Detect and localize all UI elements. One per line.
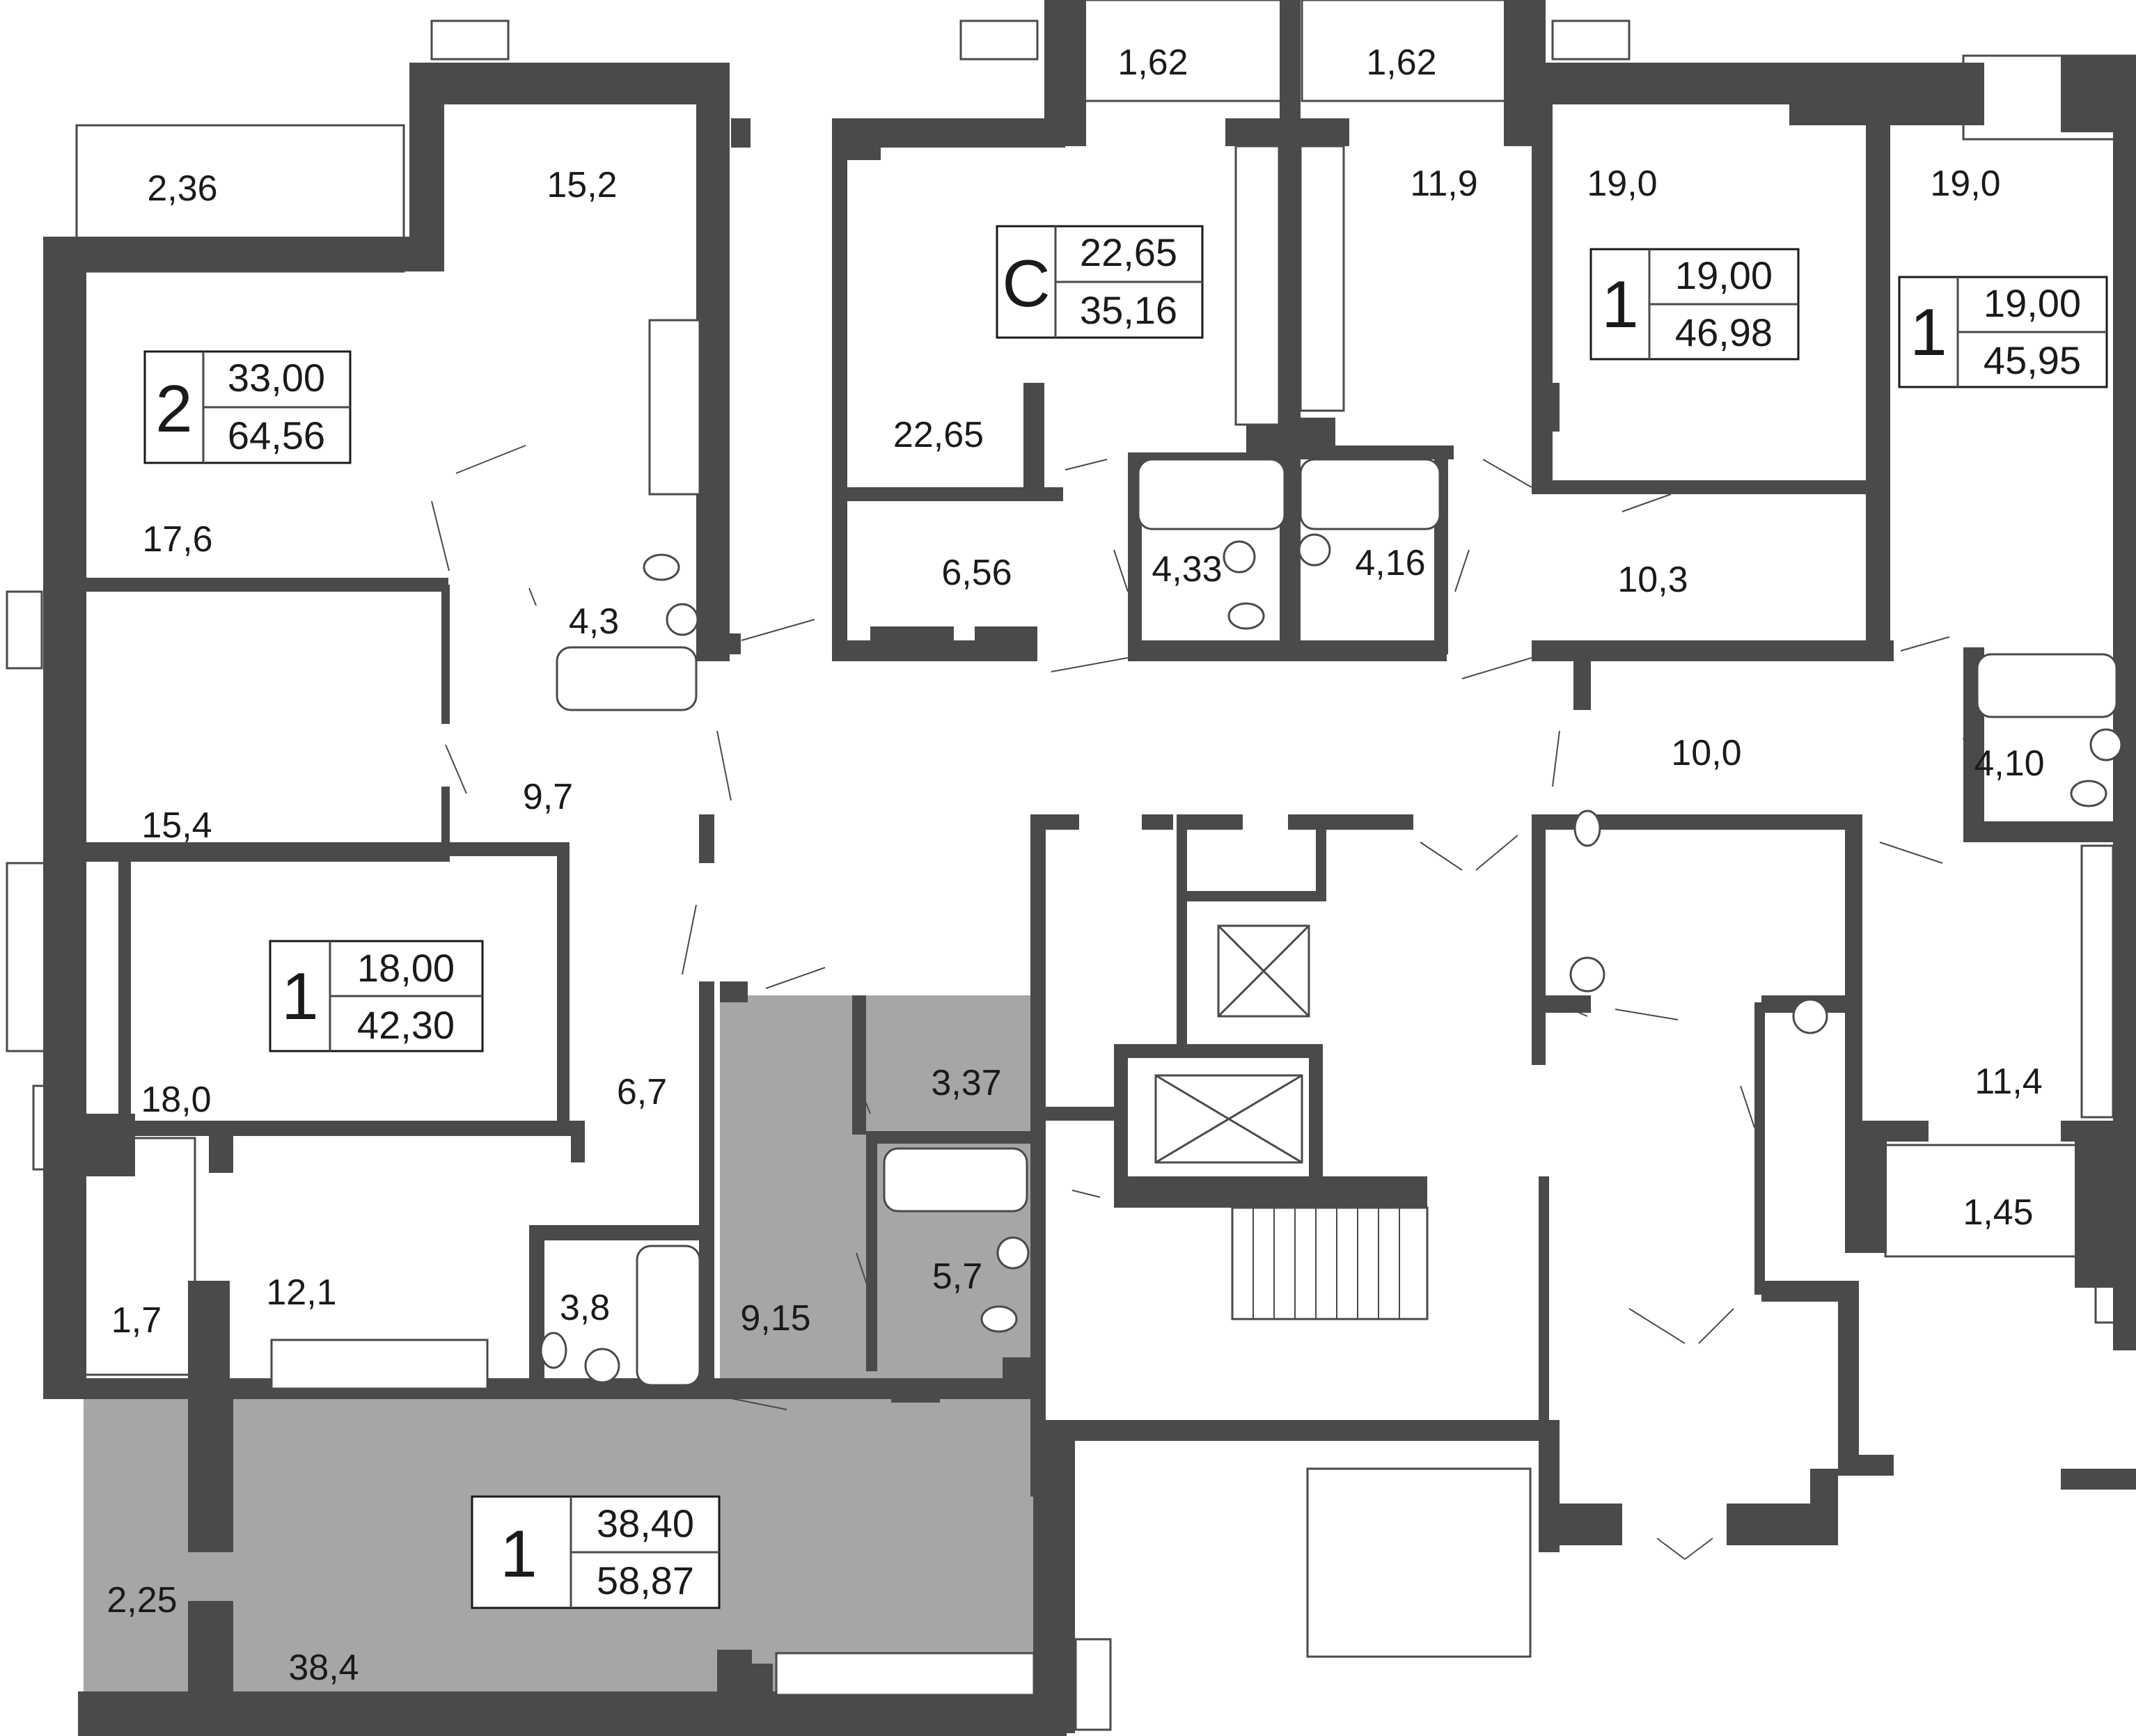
room-area: 12,1	[266, 1272, 336, 1313]
room-area: 3,37	[931, 1063, 1001, 1103]
room-area: 11,9	[1410, 164, 1477, 204]
total-area: 64,56	[228, 413, 325, 457]
door-swings	[431, 445, 1978, 1560]
room-area: 2,25	[107, 1580, 177, 1620]
room-area: 4,3	[569, 601, 619, 642]
room-area: 17,6	[142, 519, 212, 560]
room-area: 4,16	[1355, 543, 1425, 583]
room-area: 1,7	[111, 1300, 162, 1341]
total-area: 45,95	[1984, 338, 2081, 382]
kitchen-counters	[270, 145, 2114, 1696]
room-area: 6,56	[941, 553, 1012, 593]
living-area: 19,00	[1984, 281, 2081, 325]
apartment-kind: 1	[1910, 295, 1947, 370]
apartment-tag-studio[interactable]: С 22,65 35,16	[996, 225, 1204, 339]
living-area: 33,00	[228, 356, 325, 400]
room-area: 19,0	[1587, 164, 1657, 204]
staircase	[1231, 1206, 1429, 1320]
room-area: 4,33	[1152, 549, 1222, 590]
apartment-tag-1-room-a[interactable]: 1 19,00 46,98	[1589, 248, 1800, 361]
room-area: 4,10	[1974, 743, 2044, 784]
apartment-tag-1-room-c[interactable]: 1 18,00 42,30	[269, 940, 484, 1052]
living-area: 22,65	[1080, 230, 1177, 274]
total-area: 58,87	[597, 1559, 694, 1602]
room-area: 1,45	[1963, 1192, 2033, 1233]
room-area: 5,7	[932, 1256, 982, 1297]
room-area: 2,36	[147, 168, 217, 209]
walls	[43, 0, 2136, 1736]
room-area: 11,4	[1974, 1062, 2042, 1102]
room-area: 19,0	[1930, 164, 2000, 204]
apartment-kind: 1	[500, 1517, 537, 1591]
total-area: 46,98	[1675, 310, 1773, 354]
apartment-kind: 2	[155, 372, 192, 446]
apartment-tag-1-room-selected[interactable]: 1 38,40 58,87	[471, 1495, 721, 1609]
apartment-kind: 1	[1601, 267, 1638, 342]
living-area: 18,00	[357, 946, 455, 990]
apartment-kind: С	[1002, 246, 1050, 321]
apartment-tag-2-room[interactable]: 2 33,00 64,56	[143, 350, 352, 464]
living-area: 38,40	[597, 1501, 694, 1545]
room-area: 10,3	[1617, 560, 1688, 600]
living-area: 19,00	[1675, 253, 1773, 297]
room-area: 15,4	[141, 805, 212, 846]
total-area: 42,30	[357, 1003, 455, 1047]
room-area: 18,0	[141, 1080, 211, 1120]
room-area: 15,2	[547, 165, 617, 205]
elevator-shafts	[1154, 924, 1310, 1164]
room-area: 9,15	[740, 1298, 810, 1339]
room-area: 22,65	[893, 415, 984, 455]
bathtubs	[556, 458, 2118, 1387]
apartment-tag-1-room-b[interactable]: 1 19,00 45,95	[1898, 276, 2108, 388]
room-area: 1,62	[1117, 42, 1188, 83]
total-area: 35,16	[1080, 288, 1177, 332]
sanitary-fixtures	[540, 533, 2123, 1384]
room-area: 10,0	[1671, 733, 1741, 773]
apartment-kind: 1	[281, 959, 318, 1034]
room-area: 9,7	[523, 777, 573, 817]
room-area: 6,7	[617, 1072, 667, 1112]
room-area: 1,62	[1366, 42, 1436, 83]
room-area-labels: 2,36 15,2 17,6 15,4 9,7 4,3 1,62 1,62 22…	[107, 42, 2044, 1688]
room-area: 3,8	[560, 1288, 610, 1328]
room-area: 38,4	[288, 1648, 359, 1688]
